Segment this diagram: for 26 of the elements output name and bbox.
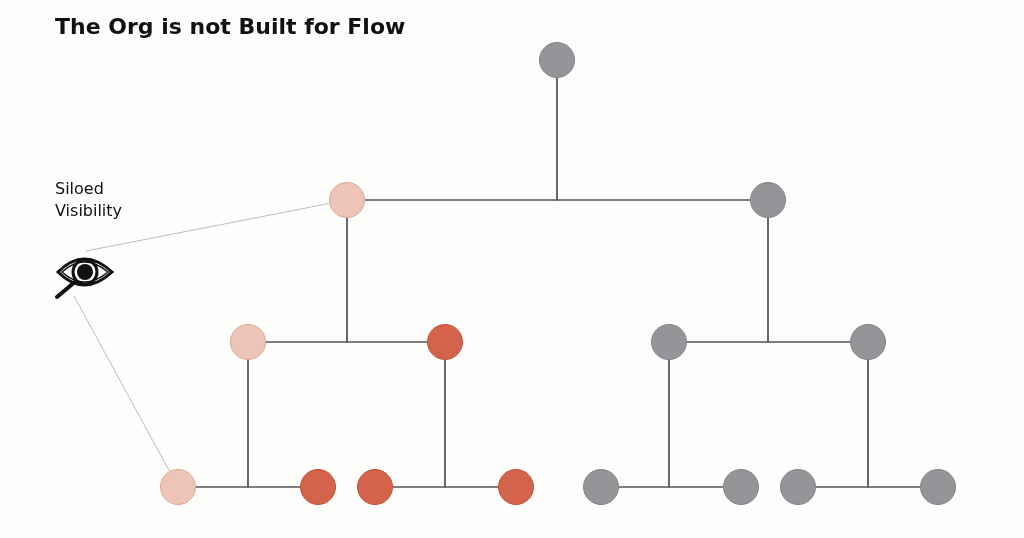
org-chart-node: [329, 182, 365, 218]
org-chart-node: [300, 469, 336, 505]
org-chart-node: [583, 469, 619, 505]
org-chart-node: [850, 324, 886, 360]
org-chart-node: [920, 469, 956, 505]
connector-line: [444, 359, 499, 488]
org-chart-node: [427, 324, 463, 360]
org-chart-node: [651, 324, 687, 360]
org-chart-node: [723, 469, 759, 505]
connector-line: [867, 359, 921, 488]
org-chart-node: [780, 469, 816, 505]
connector-line: [767, 217, 851, 343]
diagram-title: The Org is not Built for Flow: [55, 14, 406, 39]
leader-line: [85, 202, 330, 252]
connector-line: [247, 359, 301, 488]
connector-line: [668, 359, 724, 488]
org-chart-node: [539, 42, 575, 78]
org-chart-node: [498, 469, 534, 505]
org-chart-node: [750, 182, 786, 218]
org-chart-node: [230, 324, 266, 360]
icon-caption: Siloed Visibility: [55, 178, 124, 222]
connector-line: [346, 217, 428, 343]
org-chart-node: [357, 469, 393, 505]
leader-line: [73, 295, 170, 472]
connector-line: [556, 77, 751, 201]
org-chart-node: [160, 469, 196, 505]
